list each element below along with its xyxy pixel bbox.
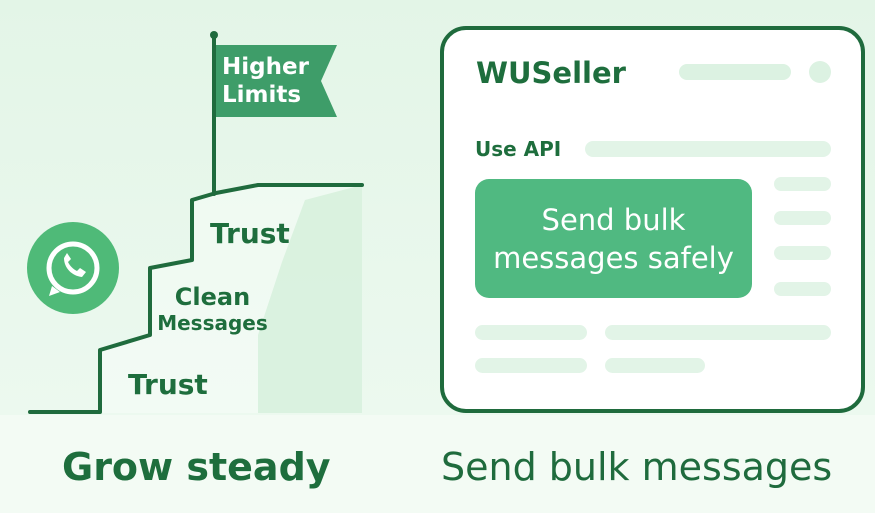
api-placeholder-bar [585,141,831,157]
side-bar-2 [774,211,831,225]
caption-send-bulk: Send bulk messages [441,445,833,489]
row-bar-2b [605,358,705,373]
background-bottom [0,415,875,513]
side-bar-3 [774,246,831,260]
side-bar-1 [774,177,831,191]
side-bar-4 [774,282,831,296]
row-bar-1a [475,325,587,340]
header-placeholder-dot [809,61,831,83]
step-label-top: Trust [210,217,290,250]
flag [216,45,337,117]
step-label-middle-line1: Clean [174,283,251,311]
step-label-middle-line2: Messages [157,311,268,335]
stair-side-shade [258,185,362,413]
staircase-outline [28,183,364,414]
row-bar-2a [475,358,587,373]
header-placeholder-bar [679,64,791,80]
use-api-label: Use API [475,137,562,161]
step-label-middle: Clean Messages [150,283,275,335]
row-bar-1b [605,325,831,340]
brand-title: WUSeller [476,56,626,90]
step-label-bottom: Trust [128,368,208,401]
send-bulk-button[interactable]: Send bulk messages safely [475,179,752,298]
caption-grow-steady: Grow steady [62,445,331,489]
whatsapp-icon [27,222,119,314]
flag-label: Higher Limits [222,54,309,108]
flag-pole-top [210,31,218,39]
